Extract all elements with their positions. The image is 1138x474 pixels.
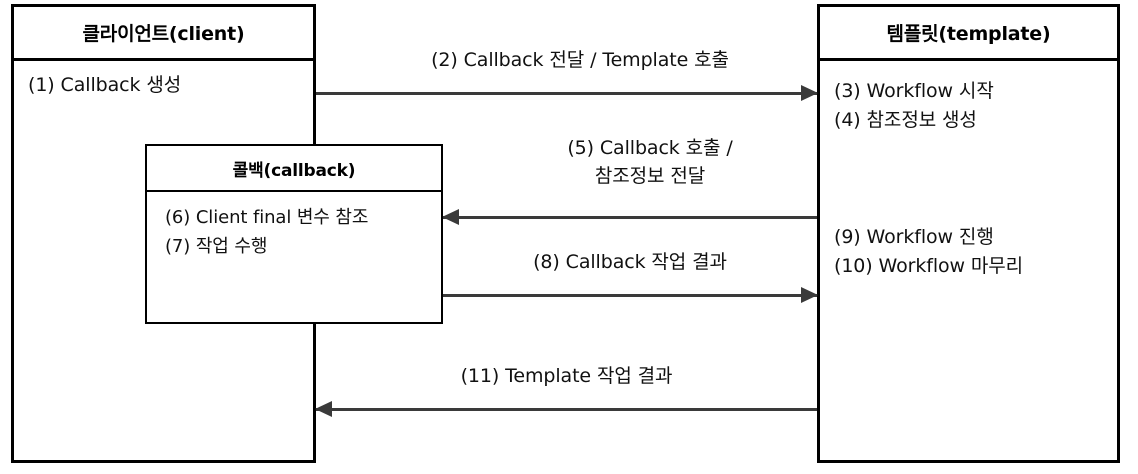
message-2-label: (2) Callback 전달 / Template 호출 xyxy=(431,49,729,71)
template-step-3: (3) Workflow 시작 xyxy=(834,80,994,102)
participant-callback-title: 콜백(callback) xyxy=(147,146,441,192)
message-11-shaft xyxy=(316,408,817,411)
callback-step-6: (6) Client final 변수 참조 xyxy=(165,207,369,228)
template-step-4: (4) 참조정보 생성 xyxy=(834,109,977,132)
message-8-label: (8) Callback 작업 결과 xyxy=(533,251,727,273)
template-step-9: (9) Workflow 진행 xyxy=(834,225,994,248)
participant-template-title: 템플릿(template) xyxy=(820,7,1117,61)
participant-client-title: 클라이언트(client) xyxy=(14,7,313,61)
message-5-arrowhead xyxy=(442,209,459,225)
template-step-10: (10) Workflow 마무리 xyxy=(834,255,1024,278)
message-11-arrowhead xyxy=(315,401,332,417)
client-step-1: (1) Callback 생성 xyxy=(28,74,182,96)
message-5-shaft xyxy=(443,216,817,219)
message-8-arrowhead xyxy=(801,287,818,303)
callback-step-7: (7) 작업 수행 xyxy=(165,235,268,257)
message-2-shaft xyxy=(316,92,817,95)
message-2-arrowhead xyxy=(801,85,818,101)
participant-client-body: (1) Callback 생성 xyxy=(14,61,313,460)
participant-template-body: (3) Workflow 시작 (4) 참조정보 생성 (9) Workflow… xyxy=(820,61,1117,460)
message-5-label: (5) Callback 호출 / 참조정보 전달 xyxy=(470,135,830,190)
participant-callback: 콜백(callback) (6) Client final 변수 참조 (7) … xyxy=(145,144,443,324)
message-11-label: (11) Template 작업 결과 xyxy=(460,365,673,387)
participant-template: 템플릿(template) (3) Workflow 시작 (4) 참조정보 생… xyxy=(817,4,1120,463)
message-5-label-line1: (5) Callback 호출 / xyxy=(567,137,733,159)
participant-callback-body: (6) Client final 변수 참조 (7) 작업 수행 xyxy=(147,192,441,322)
message-8-shaft xyxy=(443,294,817,297)
message-5-label-line2: 참조정보 전달 xyxy=(594,164,706,187)
